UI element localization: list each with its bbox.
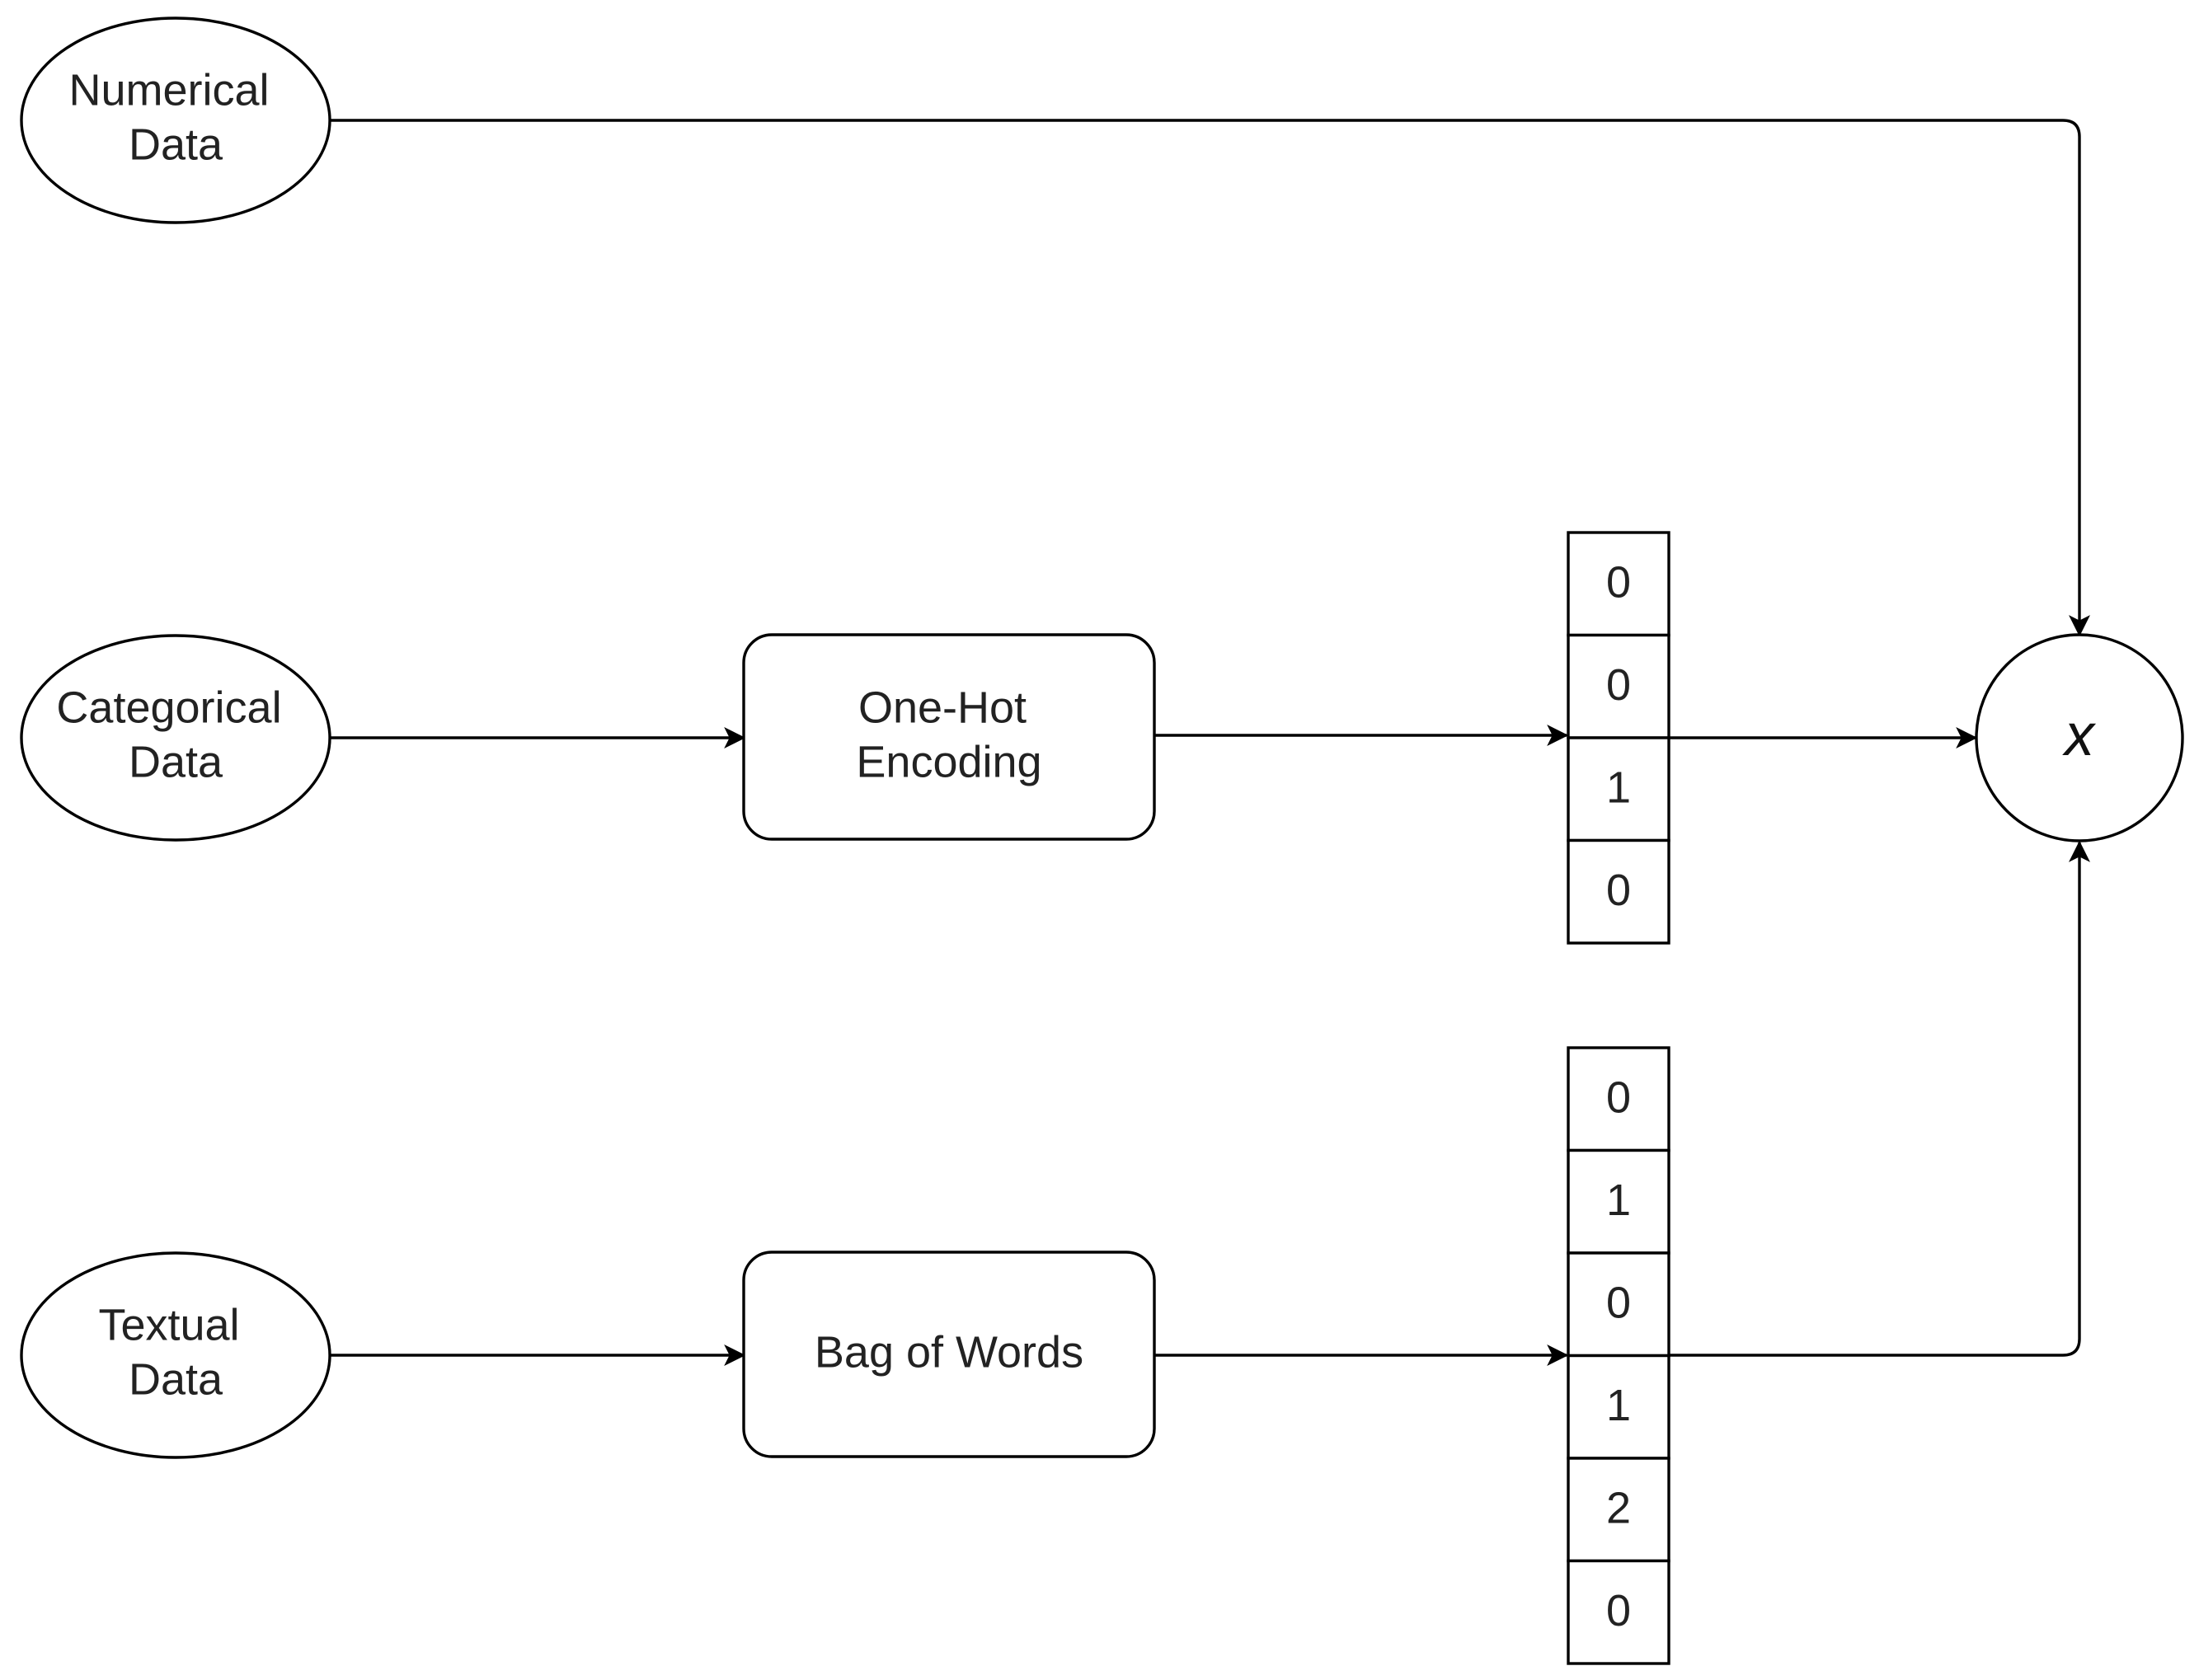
one-hot-cell-box — [1567, 736, 1670, 842]
one-hot-cell-value: 0 — [1606, 866, 1631, 915]
one-hot-cell-3: 0 — [1567, 838, 1670, 945]
one-hot-encoding-label-line2: Encoding — [856, 737, 1041, 786]
numerical-data-node: Numerical Data — [20, 16, 331, 224]
bow-cell-box — [1567, 1559, 1670, 1665]
bow-cell-box — [1567, 1251, 1670, 1358]
one-hot-cell-0: 0 — [1567, 531, 1670, 637]
output-symbol: x — [2062, 702, 2097, 768]
textual-data-label-line2: Data — [129, 1354, 223, 1404]
bow-cell-2: 0 — [1567, 1251, 1670, 1358]
one-hot-cell-box — [1567, 633, 1670, 739]
bow-cell-5: 0 — [1567, 1559, 1670, 1665]
one-hot-cell-box — [1567, 838, 1670, 945]
bag-of-words-node: Bag of Words — [742, 1251, 1156, 1458]
bag-of-words-label: Bag of Words — [815, 1327, 1083, 1377]
bow-cell-box — [1567, 1046, 1670, 1152]
bow-cell-3: 1 — [1567, 1354, 1670, 1460]
one-hot-cell-1: 0 — [1567, 633, 1670, 739]
textual-data-node: Textual Data — [20, 1251, 331, 1459]
one-hot-cell-value: 0 — [1606, 558, 1631, 608]
textual-data-label-line1: Textual — [98, 1300, 239, 1349]
bow-cell-value: 1 — [1606, 1381, 1631, 1430]
bow-cell-4: 2 — [1567, 1457, 1670, 1563]
one-hot-cell-value: 1 — [1606, 763, 1631, 813]
one-hot-encoding-label-line1: One-Hot — [858, 683, 1027, 732]
one-hot-cell-value: 0 — [1606, 660, 1631, 710]
combined-feature-vector-node: x — [1975, 633, 2184, 842]
bow-cell-1: 1 — [1567, 1148, 1670, 1255]
bow-cell-0: 0 — [1567, 1046, 1670, 1152]
numerical-data-label-line1: Numerical — [68, 65, 269, 115]
categorical-data-label-line1: Categorical — [56, 683, 281, 732]
edge-numerical-to-output — [330, 119, 2090, 637]
one-hot-cell-2: 1 — [1567, 736, 1670, 842]
bow-cell-value: 2 — [1606, 1484, 1631, 1533]
one-hot-vector: 0 0 1 0 — [1567, 531, 1670, 945]
one-hot-encoding-node: One-Hot Encoding — [742, 633, 1156, 841]
bag-of-words-vector: 0 1 0 1 2 0 — [1567, 1046, 1670, 1665]
bow-cell-value: 1 — [1606, 1176, 1631, 1225]
categorical-data-node: Categorical Data — [20, 634, 331, 842]
categorical-data-label-line2: Data — [129, 737, 223, 786]
numerical-data-label-line2: Data — [129, 120, 223, 169]
bow-cell-value: 0 — [1606, 1073, 1631, 1123]
bow-cell-box — [1567, 1457, 1670, 1563]
bow-cell-box — [1567, 1354, 1670, 1460]
bow-cell-value: 0 — [1606, 1586, 1631, 1635]
edge-bow-vector-to-output — [1667, 840, 2090, 1357]
bow-cell-value: 0 — [1606, 1279, 1631, 1328]
